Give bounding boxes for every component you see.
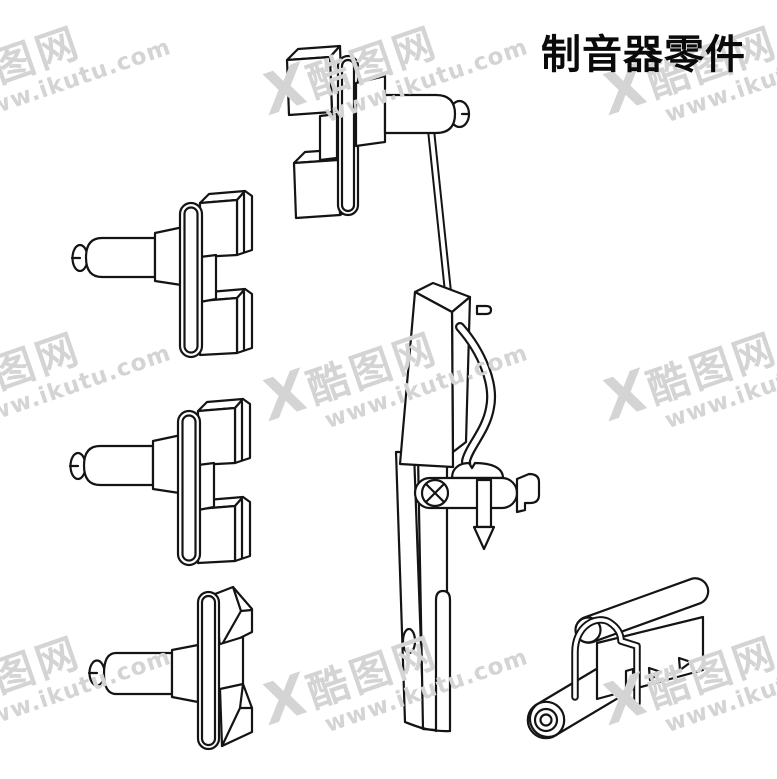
triangle-hole (647, 666, 663, 682)
pin-cylinder (102, 651, 174, 696)
triangle-hole (677, 656, 693, 672)
side-pin (475, 304, 493, 316)
head-plate (178, 201, 204, 359)
drawing-damper-guide-rail (526, 577, 710, 740)
pin-cylinder (383, 93, 457, 135)
screw-head-icon (450, 461, 505, 480)
head-plate (196, 590, 221, 751)
drawing-damper-head-left-upper (70, 189, 254, 359)
page-title: 制音器零件 (541, 32, 746, 78)
lever-hole (401, 627, 417, 655)
drawing-damper-head-bottom (87, 585, 254, 751)
drawing-damper-head-left-lower (68, 397, 252, 567)
pin-cylinder (84, 236, 157, 279)
set-screw-shaft (475, 478, 493, 529)
drawing-damper-lever-assembly (285, 44, 541, 733)
screw-tip (472, 525, 496, 551)
